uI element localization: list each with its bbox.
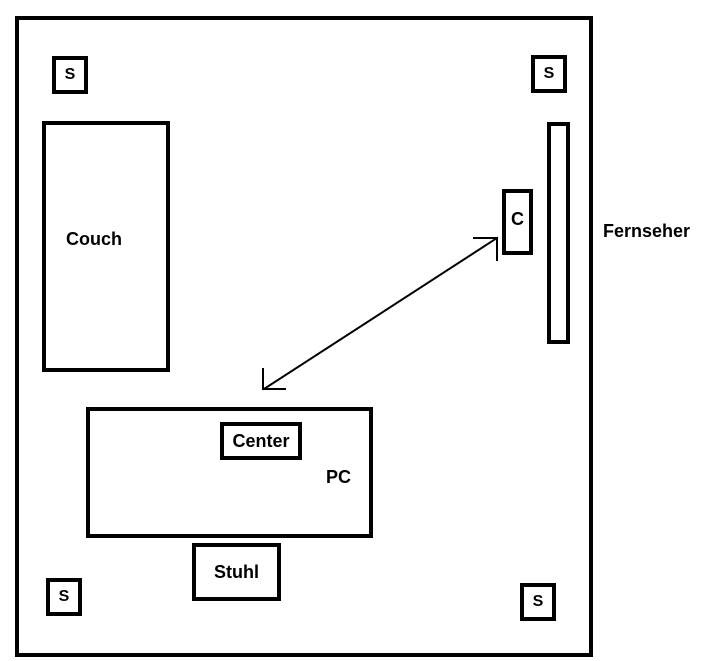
speaker-label: S [532, 593, 544, 610]
chair: Stuhl [192, 543, 281, 601]
couch-label: Couch [66, 229, 122, 249]
speaker-top-left: S [52, 56, 88, 94]
couch: Couch [42, 121, 170, 372]
speaker-bottom-left: S [46, 578, 82, 616]
tv-label: Fernseher [603, 221, 691, 241]
center-box: Center [220, 422, 302, 460]
center-speaker-label: C [511, 209, 524, 229]
speaker-label: S [64, 66, 76, 83]
chair-label: Stuhl [214, 561, 259, 582]
center-box-label: Center [232, 430, 290, 451]
speaker-label: S [543, 65, 555, 82]
speaker-top-right: S [531, 55, 567, 93]
tv [547, 122, 570, 344]
speaker-label: S [58, 588, 70, 605]
desk-label: PC [326, 467, 352, 487]
speaker-bottom-right: S [520, 583, 556, 621]
center-speaker: C [502, 189, 533, 255]
room-outline [15, 16, 593, 657]
